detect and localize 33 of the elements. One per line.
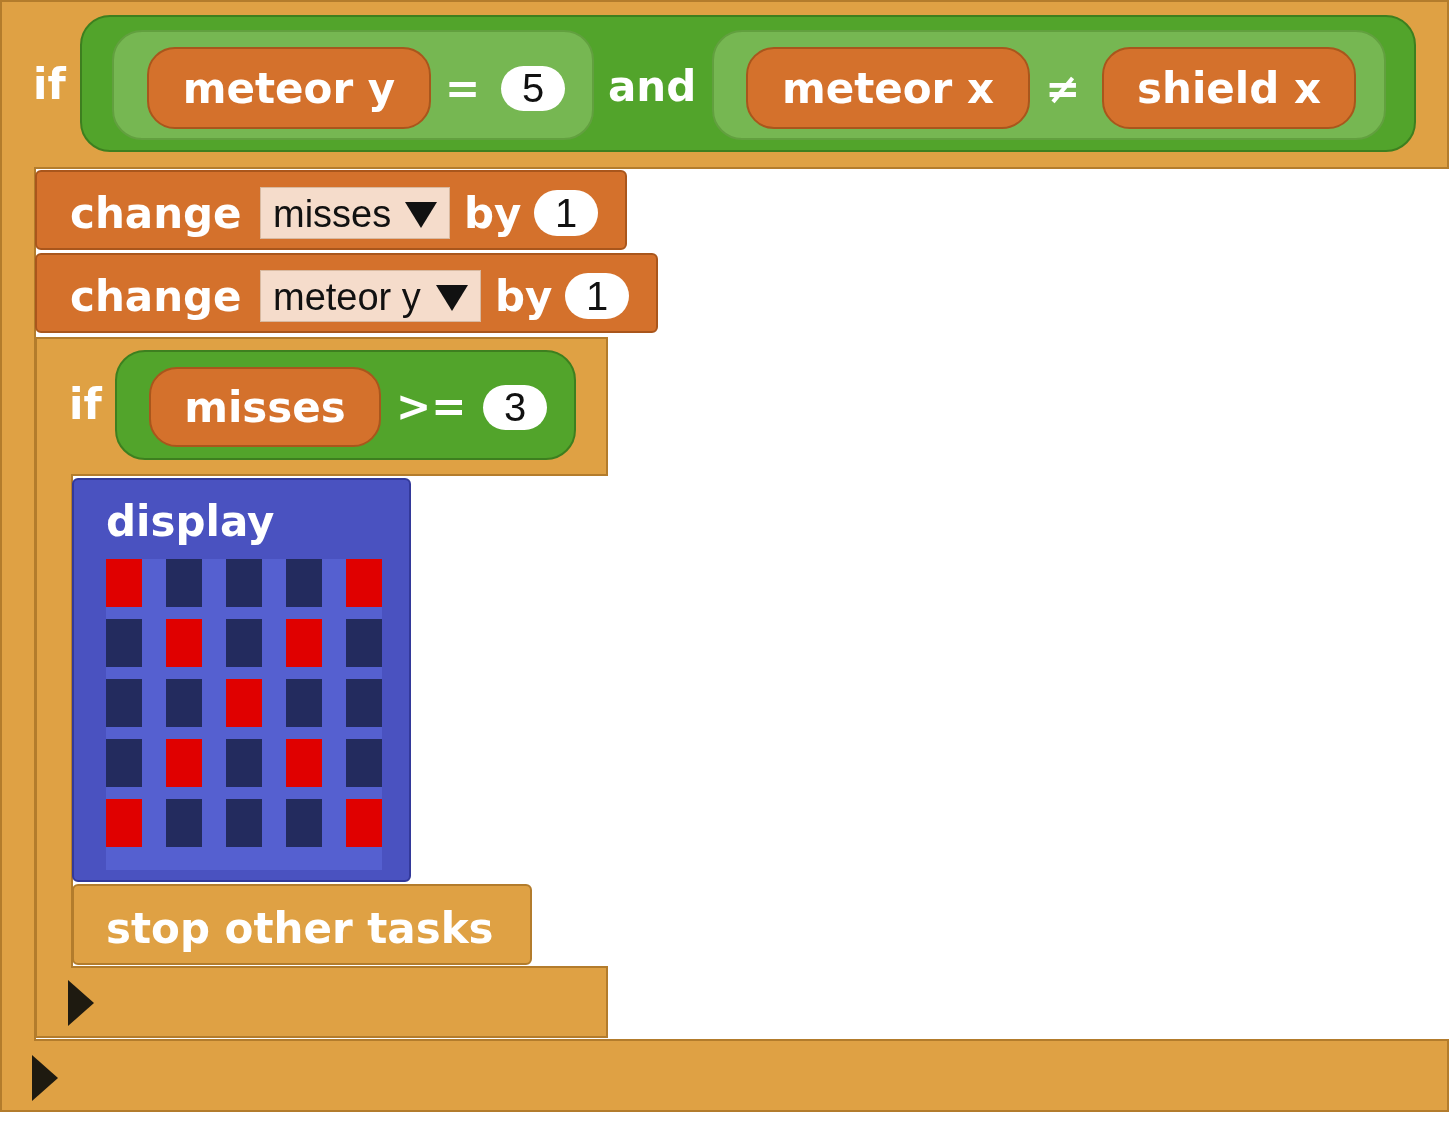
number-field: 1 [565, 273, 629, 319]
variable-block: misses [149, 367, 381, 447]
keyword-label: if [33, 59, 66, 111]
display-block [72, 478, 411, 882]
if-block [35, 337, 608, 1038]
change-block [35, 170, 627, 250]
dropdown-value: meteor y [273, 275, 421, 319]
keyword-label: if [69, 379, 102, 431]
number-field: 5 [501, 66, 565, 111]
comparison-block [115, 350, 576, 460]
keyword-label: display [106, 496, 275, 548]
operator-label: >= [396, 381, 467, 433]
stop-block [72, 884, 532, 965]
operator-label: = [445, 63, 481, 115]
operator-label: ≠ [1045, 63, 1081, 115]
dropdown-value: misses [273, 192, 392, 236]
keyword-label: by [495, 271, 553, 323]
comparison-block [712, 30, 1386, 140]
number-field: 3 [483, 385, 547, 430]
number-field: 1 [534, 190, 598, 236]
keyword-label: and [608, 61, 697, 113]
keyword-label: by [464, 188, 522, 240]
variable-block: meteor x [746, 47, 1030, 129]
variable-dropdown [260, 270, 481, 322]
and-condition-block [80, 15, 1416, 152]
variable-dropdown [260, 187, 450, 239]
keyword-label: change [70, 271, 242, 323]
variable-block: shield x [1102, 47, 1356, 129]
keyword-label: change [70, 188, 242, 240]
comparison-block [112, 30, 594, 140]
variable-block: meteor y [147, 47, 431, 129]
keyword-label: stop other tasks [106, 903, 494, 955]
change-block [35, 253, 658, 333]
